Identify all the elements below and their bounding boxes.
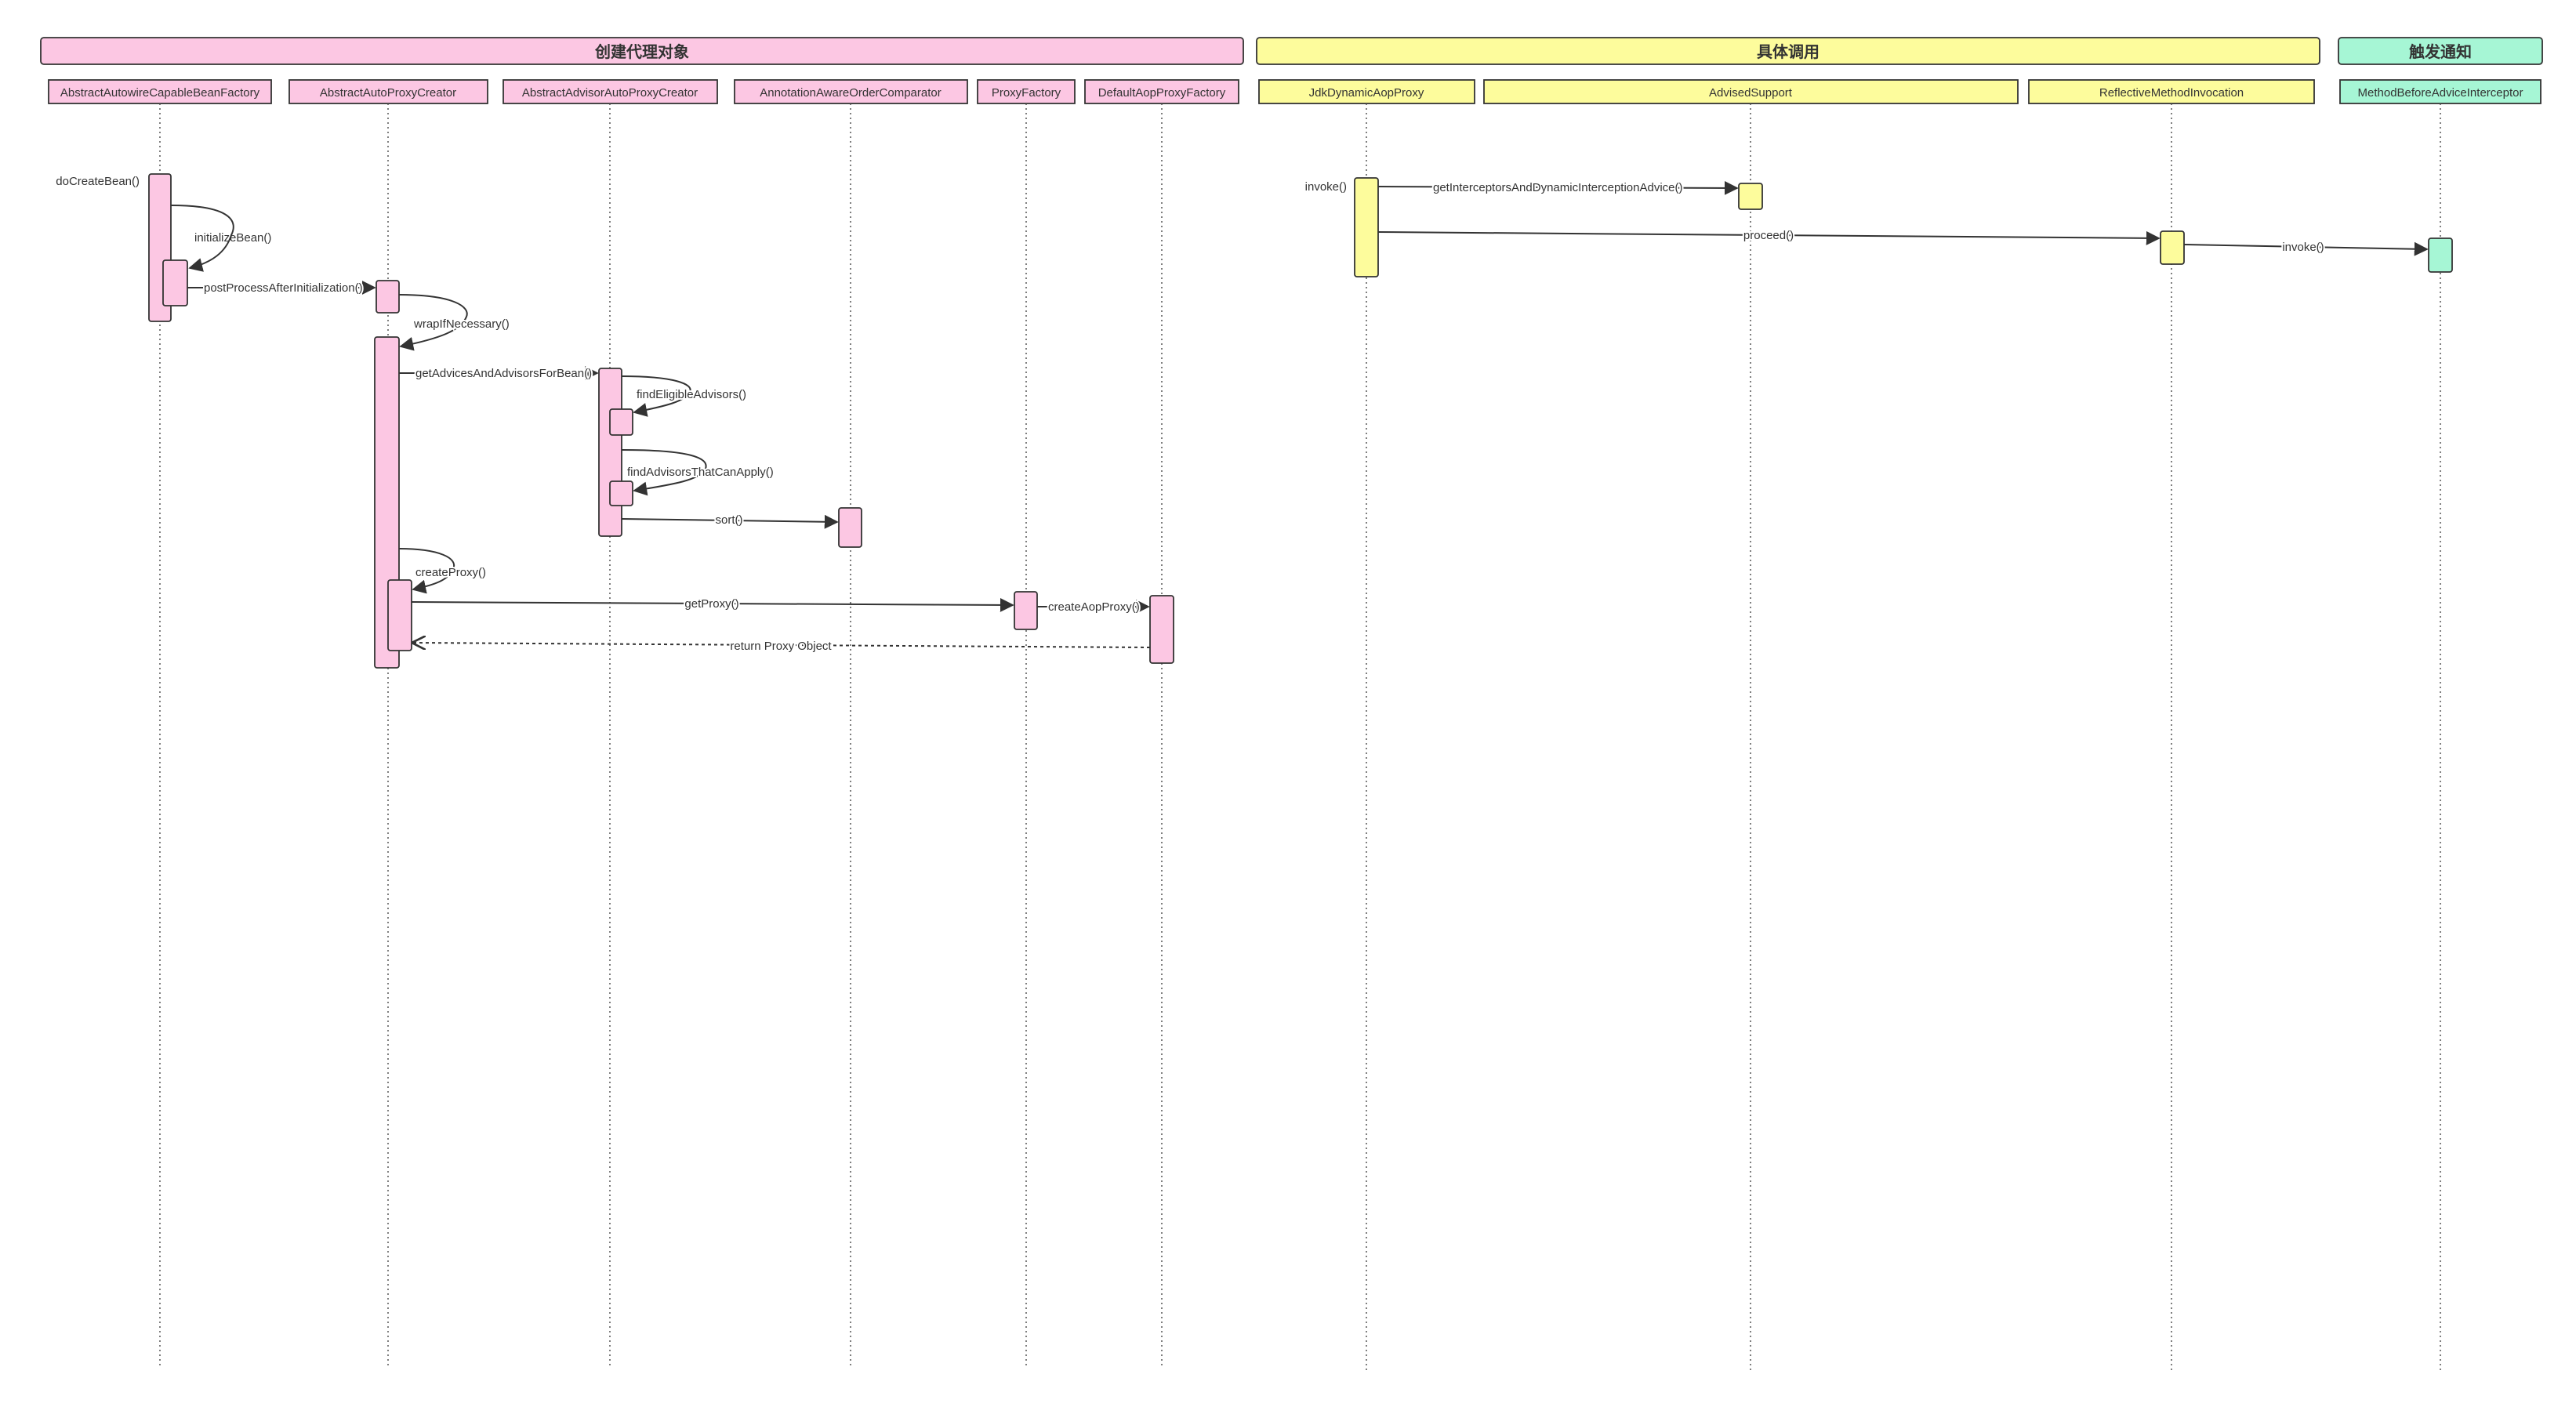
group-title-invoke: 具体调用 (1757, 42, 1820, 61)
activation-bar (387, 579, 412, 651)
participant-box (1483, 79, 2019, 104)
message-label: sort() (716, 513, 743, 527)
participant-box (2028, 79, 2315, 104)
activation-bar (609, 408, 633, 436)
participant-reflective-method-invocation: ReflectiveMethodInvocation (2028, 79, 2315, 104)
lifelines (159, 103, 2441, 1372)
message-label: invoke() (1305, 180, 1347, 194)
message-label: doCreateBean() (56, 175, 140, 188)
activation-bar (598, 368, 622, 537)
activation-bar (162, 259, 188, 306)
message-arrow (411, 597, 1014, 612)
participant-abstract-advisor-auto-proxy-creator: AbstractAdvisorAutoProxyCreator (503, 79, 718, 104)
message-label: return Proxy Object (730, 640, 832, 653)
message-arrow (1377, 180, 1739, 195)
activation-bar (838, 507, 862, 548)
group-title-create: 创建代理对象 (594, 42, 689, 61)
activation-bar (2160, 230, 2185, 265)
participant-label: JdkDynamicAopProxy (1309, 86, 1424, 100)
participant-label: ProxyFactory (992, 86, 1061, 100)
message-label: wrapIfNecessary() (413, 317, 510, 331)
participant-default-aop-proxy-factory: DefaultAopProxyFactory (1084, 79, 1239, 104)
participant-label: DefaultAopProxyFactory (1098, 86, 1226, 100)
message-label: initializeBean() (194, 231, 271, 245)
message-arrow (398, 548, 455, 594)
participant-label: AdvisedSupport (1709, 86, 1793, 100)
message-arrow (170, 205, 234, 272)
participant-proxy-factory: ProxyFactory (977, 79, 1076, 104)
activation-bar (1014, 591, 1038, 630)
message-label: findEligibleAdvisors() (637, 388, 746, 401)
messages: doCreateBean() initializeBean() postProc… (56, 175, 2429, 654)
participant-label: AbstractAutowireCapableBeanFactory (60, 86, 260, 100)
participant-advised-support: AdvisedSupport (1483, 79, 2019, 104)
activation-bar (376, 280, 400, 314)
group-header-notify-box (2338, 37, 2543, 65)
participant-box (1258, 79, 1475, 104)
message-label: createAopProxy() (1048, 600, 1140, 614)
message-arrow (621, 514, 839, 529)
group-header-invoke: 具体调用 (1256, 37, 2320, 65)
participant-label: AnnotationAwareOrderComparator (760, 86, 942, 100)
message-label: findAdvisorsThatCanApply() (627, 466, 774, 479)
message-arrow (398, 294, 468, 351)
message-arrow (2183, 241, 2429, 256)
group-header-create: 创建代理对象 (40, 37, 1244, 65)
message-label: invoke() (2282, 241, 2324, 254)
activation-bar (1149, 595, 1174, 664)
message-label: getInterceptorsAndDynamicInterceptionAdv… (1433, 181, 1683, 194)
participant-label: AbstractAdvisorAutoProxyCreator (522, 86, 698, 100)
message-arrow (1377, 230, 2161, 245)
participant-label: ReflectiveMethodInvocation (2099, 86, 2244, 100)
message-label: proceed() (1743, 229, 1794, 242)
group-title-notify: 触发通知 (2409, 42, 2472, 61)
group-header-invoke-box (1256, 37, 2320, 65)
message-label: createProxy() (415, 566, 486, 579)
group-header-notify: 触发通知 (2338, 37, 2543, 65)
participant-label: MethodBeforeAdviceInterceptor (2358, 86, 2523, 100)
participant-jdk-dynamic-aop-proxy: JdkDynamicAopProxy (1258, 79, 1475, 104)
activation-bar (1354, 177, 1379, 277)
participant-annotation-aware-order-comparator: AnnotationAwareOrderComparator (734, 79, 968, 104)
message-label: postProcessAfterInitialization() (204, 281, 363, 295)
activation-bar (609, 480, 633, 506)
participant-box (48, 79, 272, 104)
participant-method-before-advice-interceptor: MethodBeforeAdviceInterceptor (2339, 79, 2542, 104)
activation-bar (1738, 183, 1763, 210)
message-label: getAdvicesAndAdvisorsForBean() (415, 367, 592, 380)
activations (148, 173, 2453, 669)
participant-label: AbstractAutoProxyCreator (320, 86, 456, 100)
activation-bar (2428, 237, 2453, 273)
participant-abstract-auto-proxy-creator: AbstractAutoProxyCreator (288, 79, 488, 104)
message-arrow (621, 449, 707, 496)
message-arrow (621, 375, 691, 417)
participant-abstract-autowire-capable-bean-factory: AbstractAutowireCapableBeanFactory (48, 79, 272, 104)
group-header-create-box (40, 37, 1244, 65)
message-label: getProxy() (684, 597, 738, 611)
